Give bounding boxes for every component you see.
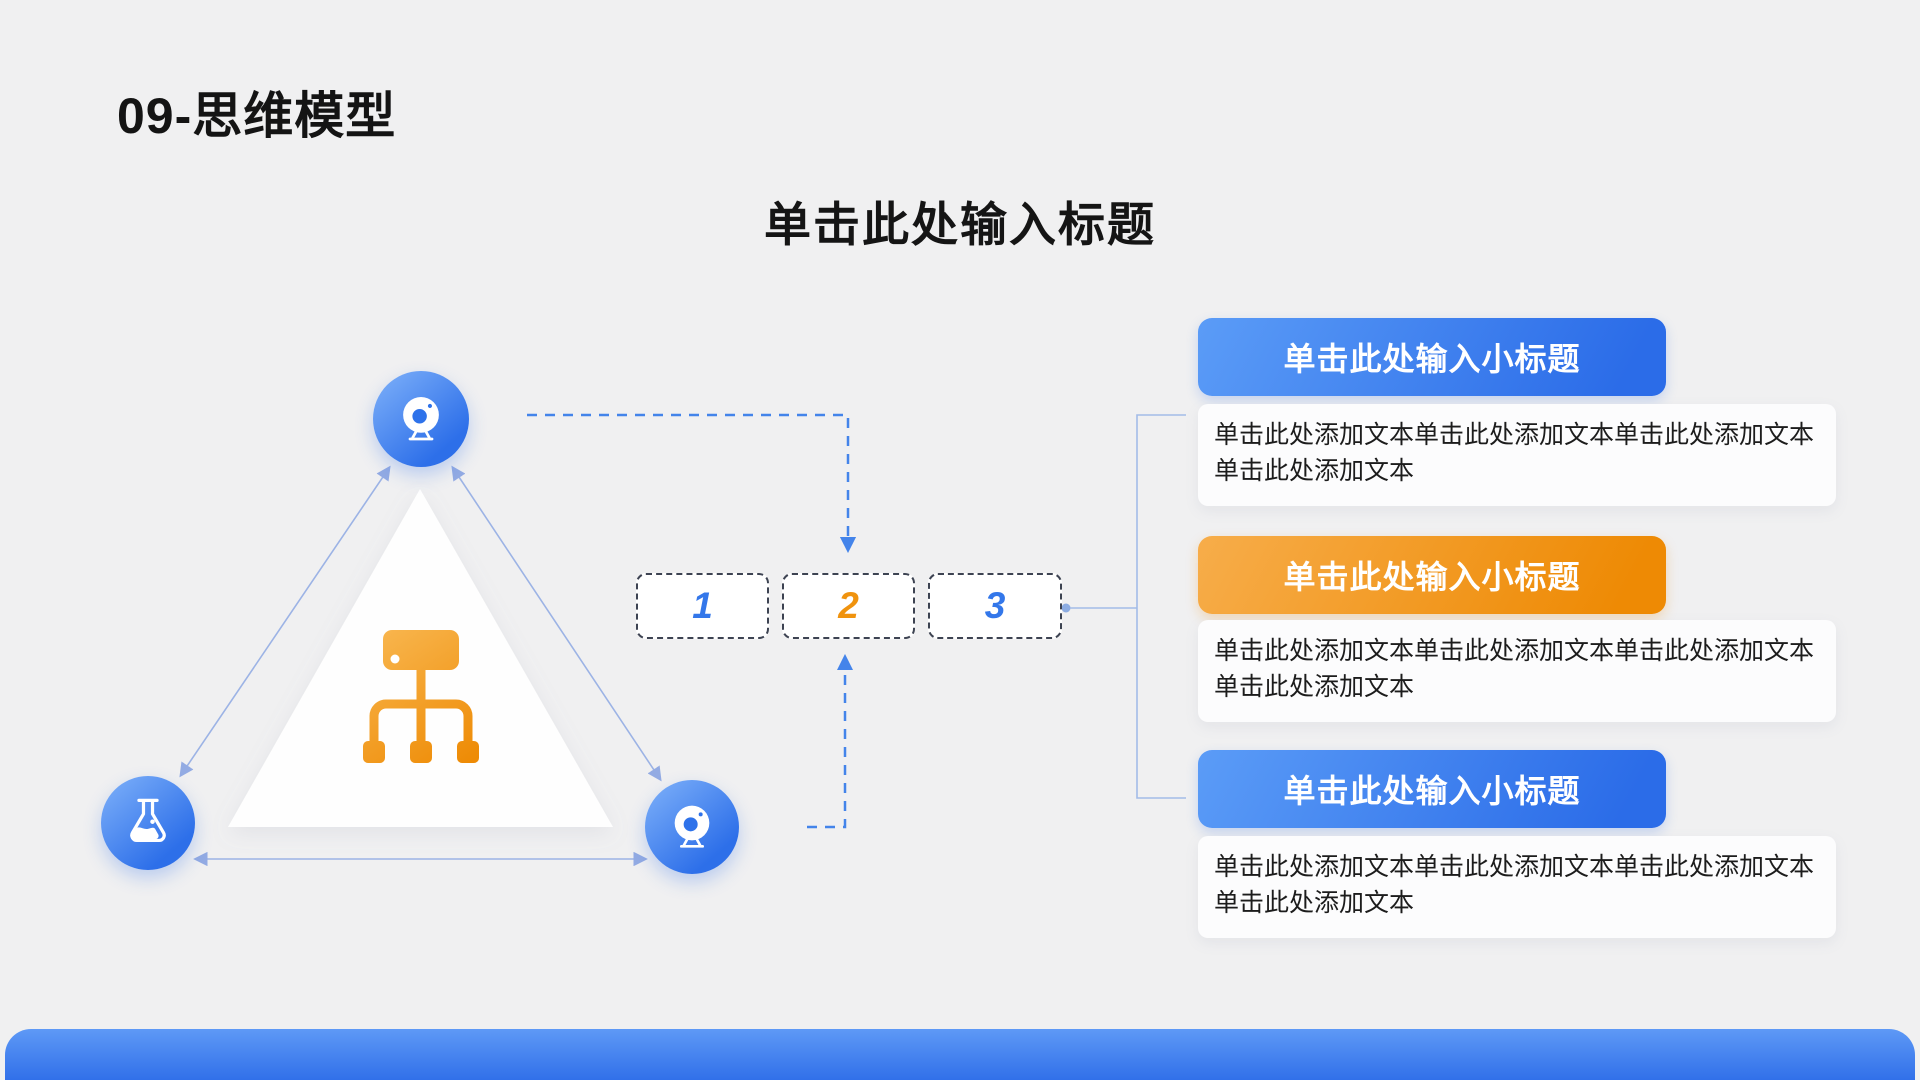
diagram-title-placeholder[interactable]: 单击此处输入标题 — [764, 198, 1156, 251]
edge-arrow-top-to-bottomleft — [179, 465, 391, 778]
webcam-icon — [674, 805, 710, 848]
card-3-subtitle[interactable]: 单击此处输入小标题 — [1198, 750, 1666, 828]
step-number: 3 — [984, 585, 1006, 626]
step-number: 2 — [838, 585, 859, 626]
step-number: 1 — [692, 585, 713, 626]
card-2-subtitle[interactable]: 单击此处输入小标题 — [1198, 536, 1666, 614]
step-box-3[interactable]: 3 — [928, 573, 1062, 639]
step-box-1[interactable]: 1 — [636, 573, 769, 639]
dashed-arrow-top — [527, 413, 857, 554]
node-bottom-right[interactable] — [645, 780, 739, 874]
dashed-arrow-bottom — [807, 653, 854, 829]
step-box-2[interactable]: 2 — [782, 573, 915, 639]
card-1-body[interactable]: 单击此处添加文本单击此处添加文本单击此处添加文本单击此处添加文本 — [1198, 404, 1836, 506]
edge-arrow-top-to-bottomright — [451, 465, 662, 782]
card-2-body[interactable]: 单击此处添加文本单击此处添加文本单击此处添加文本单击此处添加文本 — [1198, 620, 1836, 722]
bracket-line — [1136, 414, 1186, 799]
node-bottom-left[interactable] — [101, 776, 195, 870]
card-1-subtitle[interactable]: 单击此处输入小标题 — [1198, 318, 1666, 396]
bottom-accent-bar — [5, 1029, 1915, 1080]
pyramid-shape[interactable] — [228, 489, 613, 827]
org-chart-icon — [363, 630, 479, 763]
page-title[interactable]: 09-思维模型 — [117, 88, 397, 144]
flask-icon — [130, 798, 166, 843]
card-3-body[interactable]: 单击此处添加文本单击此处添加文本单击此处添加文本单击此处添加文本 — [1198, 836, 1836, 938]
node-top[interactable] — [373, 371, 469, 467]
bracket-dot — [1061, 603, 1071, 613]
webcam-icon — [403, 397, 439, 441]
